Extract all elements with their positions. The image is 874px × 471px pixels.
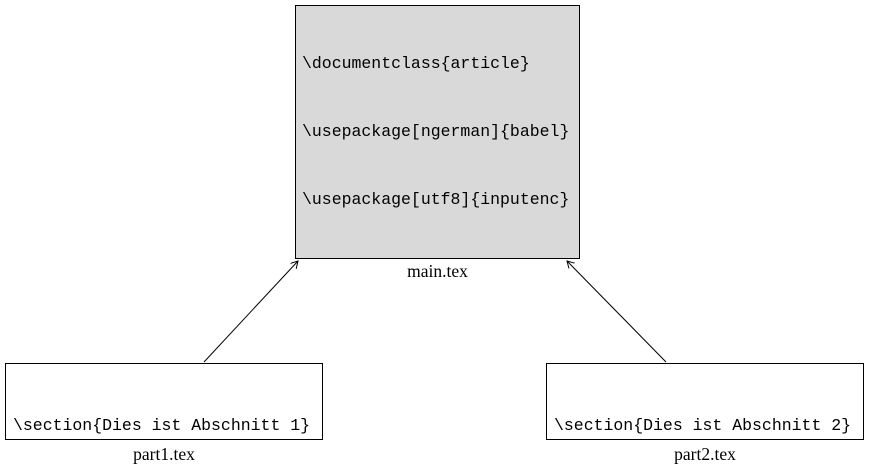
code-line: \section{Dies ist Abschnitt 1} xyxy=(13,416,311,435)
code-line: \documentclass{article} xyxy=(302,54,530,74)
arrow-part1-to-main xyxy=(203,261,298,363)
code-line: \usepackage[ngerman]{babel} xyxy=(302,121,570,141)
part1-tex-box: \section{Dies ist Abschnitt 1} Hier ein … xyxy=(5,363,323,440)
code-line: \usepackage[T1]{fontenc} xyxy=(302,257,579,259)
code-line: \usepackage[utf8]{inputenc} xyxy=(302,189,570,209)
main-tex-box: \documentclass{article} \usepackage[nger… xyxy=(295,5,580,259)
main-tex-label: main.tex xyxy=(407,261,468,281)
arrow-part2-to-main xyxy=(567,261,667,363)
part1-tex-label: part1.tex xyxy=(133,444,195,464)
part2-tex-box: \section{Dies ist Abschnitt 2} Hier ein … xyxy=(546,363,864,440)
part2-tex-label: part2.tex xyxy=(674,444,736,464)
code-line: \section{Dies ist Abschnitt 2} xyxy=(554,416,852,435)
